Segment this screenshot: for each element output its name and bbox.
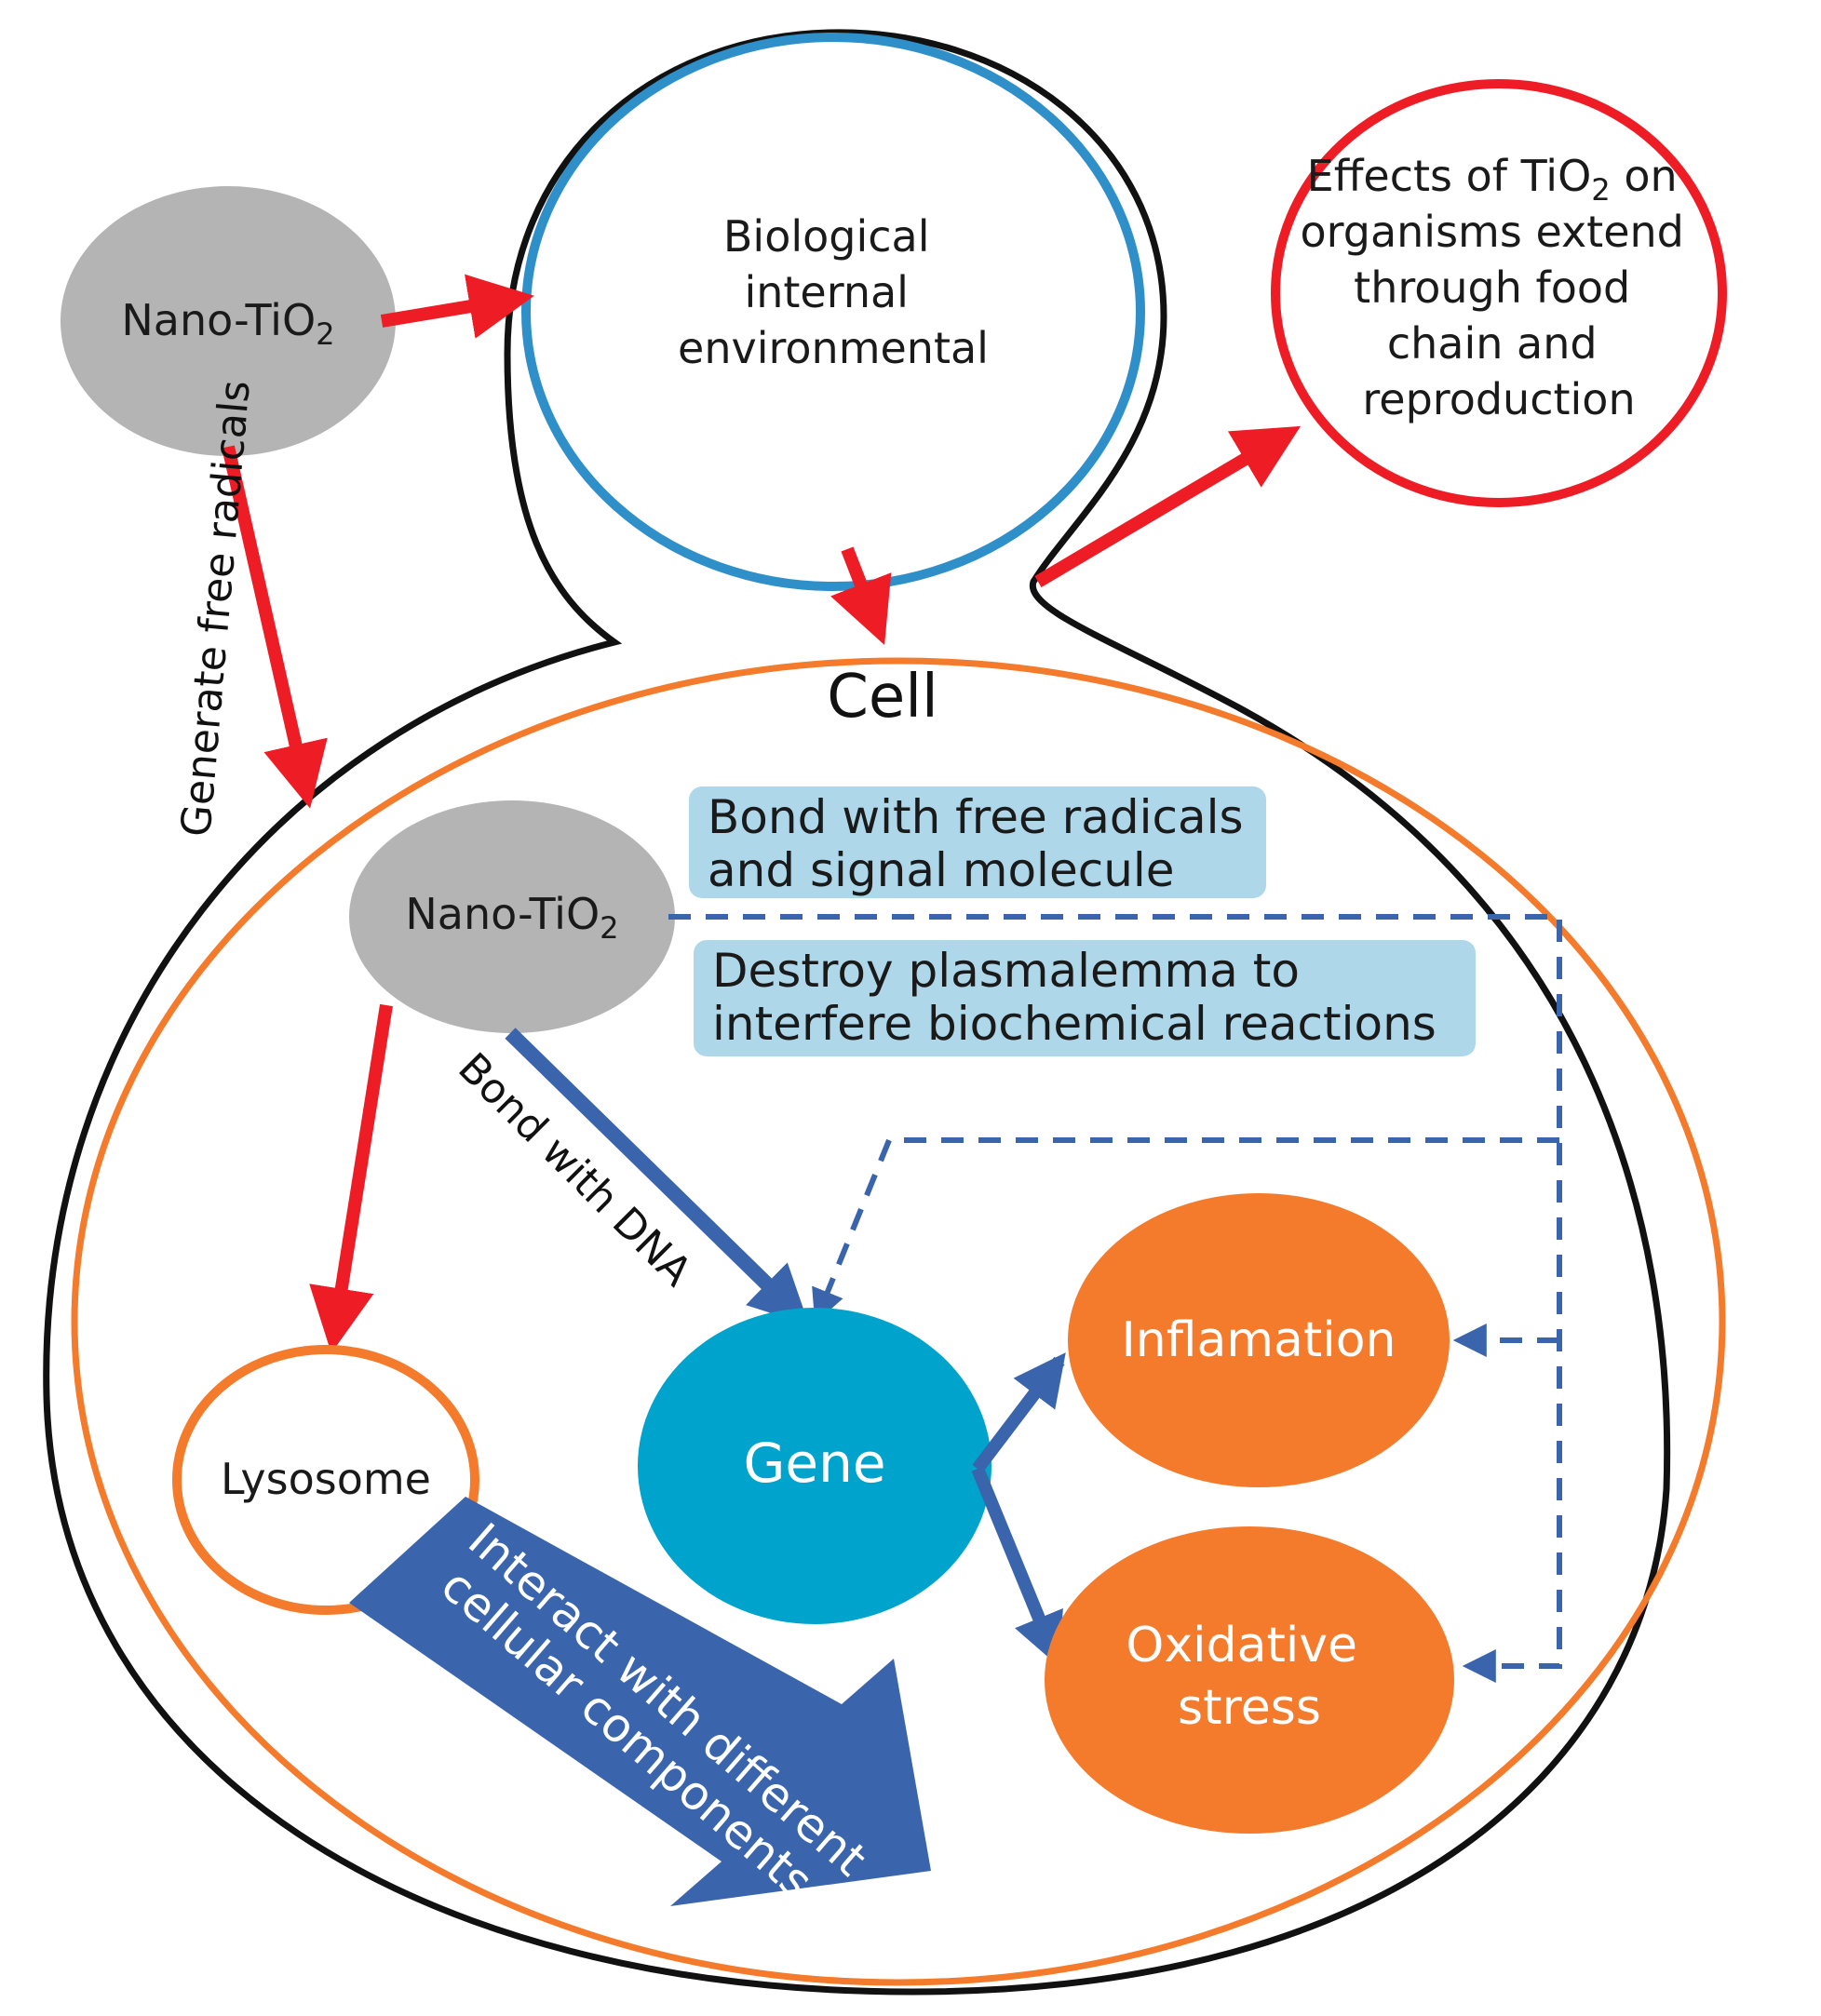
nano-tio2-inner-node [349, 800, 675, 1033]
bio-env-line2: internal [744, 267, 909, 317]
destroy-line2: interfere biochemical reactions [712, 997, 1437, 1051]
cell-label: Cell [827, 663, 938, 732]
gene-label: Gene [743, 1431, 885, 1495]
effects-line4: chain and [1387, 318, 1598, 369]
bio-env-line3: environmental [678, 323, 989, 373]
bio-env-label: Biological internal environmental [678, 211, 989, 373]
bond-free-radicals-text: Bond with free radicals and signal molec… [708, 790, 1258, 897]
lysosome-node [172, 1345, 479, 1615]
dashed-line-nano-right [668, 914, 1562, 1683]
arrow-bond-with-dna [505, 1028, 810, 1325]
arrow-gene-to-oxidative [971, 1466, 1063, 1667]
arrow-nano-to-lysosome [309, 1003, 393, 1353]
bond-free-radicals-box [689, 786, 1266, 898]
nano-tio2-inner-label: Nano-TiO2 [405, 889, 618, 946]
lysosome-label: Lysosome [221, 1454, 431, 1504]
arrow-nano-to-bio-env [380, 274, 534, 339]
destroy-plasmalemma-box [694, 940, 1476, 1056]
oxidative-stress-node [1045, 1526, 1454, 1834]
destroy-plasmalemma-text: Destroy plasmalemma to interfere biochem… [712, 944, 1437, 1051]
effects-line5: reproduction [1362, 374, 1635, 424]
effects-label: Effects of TiO2 on organisms extend thro… [1301, 151, 1698, 424]
oxidative-stress-label: Oxidative stress [1126, 1618, 1372, 1736]
interact-wide-arrow [349, 1497, 931, 1906]
effects-circle [1271, 79, 1727, 507]
arrow-nano-to-cell [222, 445, 328, 809]
inflammation-label: Inflamation [1121, 1312, 1396, 1368]
gene-node [638, 1308, 991, 1624]
inflammation-node [1068, 1193, 1450, 1487]
destroy-line1: Destroy plasmalemma to [712, 944, 1300, 998]
arrow-bio-env-to-cell [830, 546, 892, 646]
dashed-line-to-gene [812, 1137, 1559, 1324]
nano-tio2-outer-label: Nano-TiO2 [121, 295, 334, 352]
cell-boundary [71, 657, 1726, 1986]
effects-line2: organisms extend [1301, 207, 1684, 257]
oxidative-line1: Oxidative [1126, 1618, 1357, 1673]
effects-line1: Effects of TiO2 on [1307, 151, 1678, 208]
arrow-organism-to-effects [1034, 425, 1302, 588]
oxidative-line2: stress [1178, 1680, 1321, 1736]
effects-line3: through food [1354, 262, 1630, 313]
bio-env-line1: Biological [723, 211, 930, 262]
bond-free-line1: Bond with free radicals [708, 790, 1244, 844]
nano-tio2-outer-node [61, 186, 396, 456]
arrow-gene-to-inflammation [972, 1352, 1066, 1473]
bond-free-line2: and signal molecule [708, 843, 1175, 897]
